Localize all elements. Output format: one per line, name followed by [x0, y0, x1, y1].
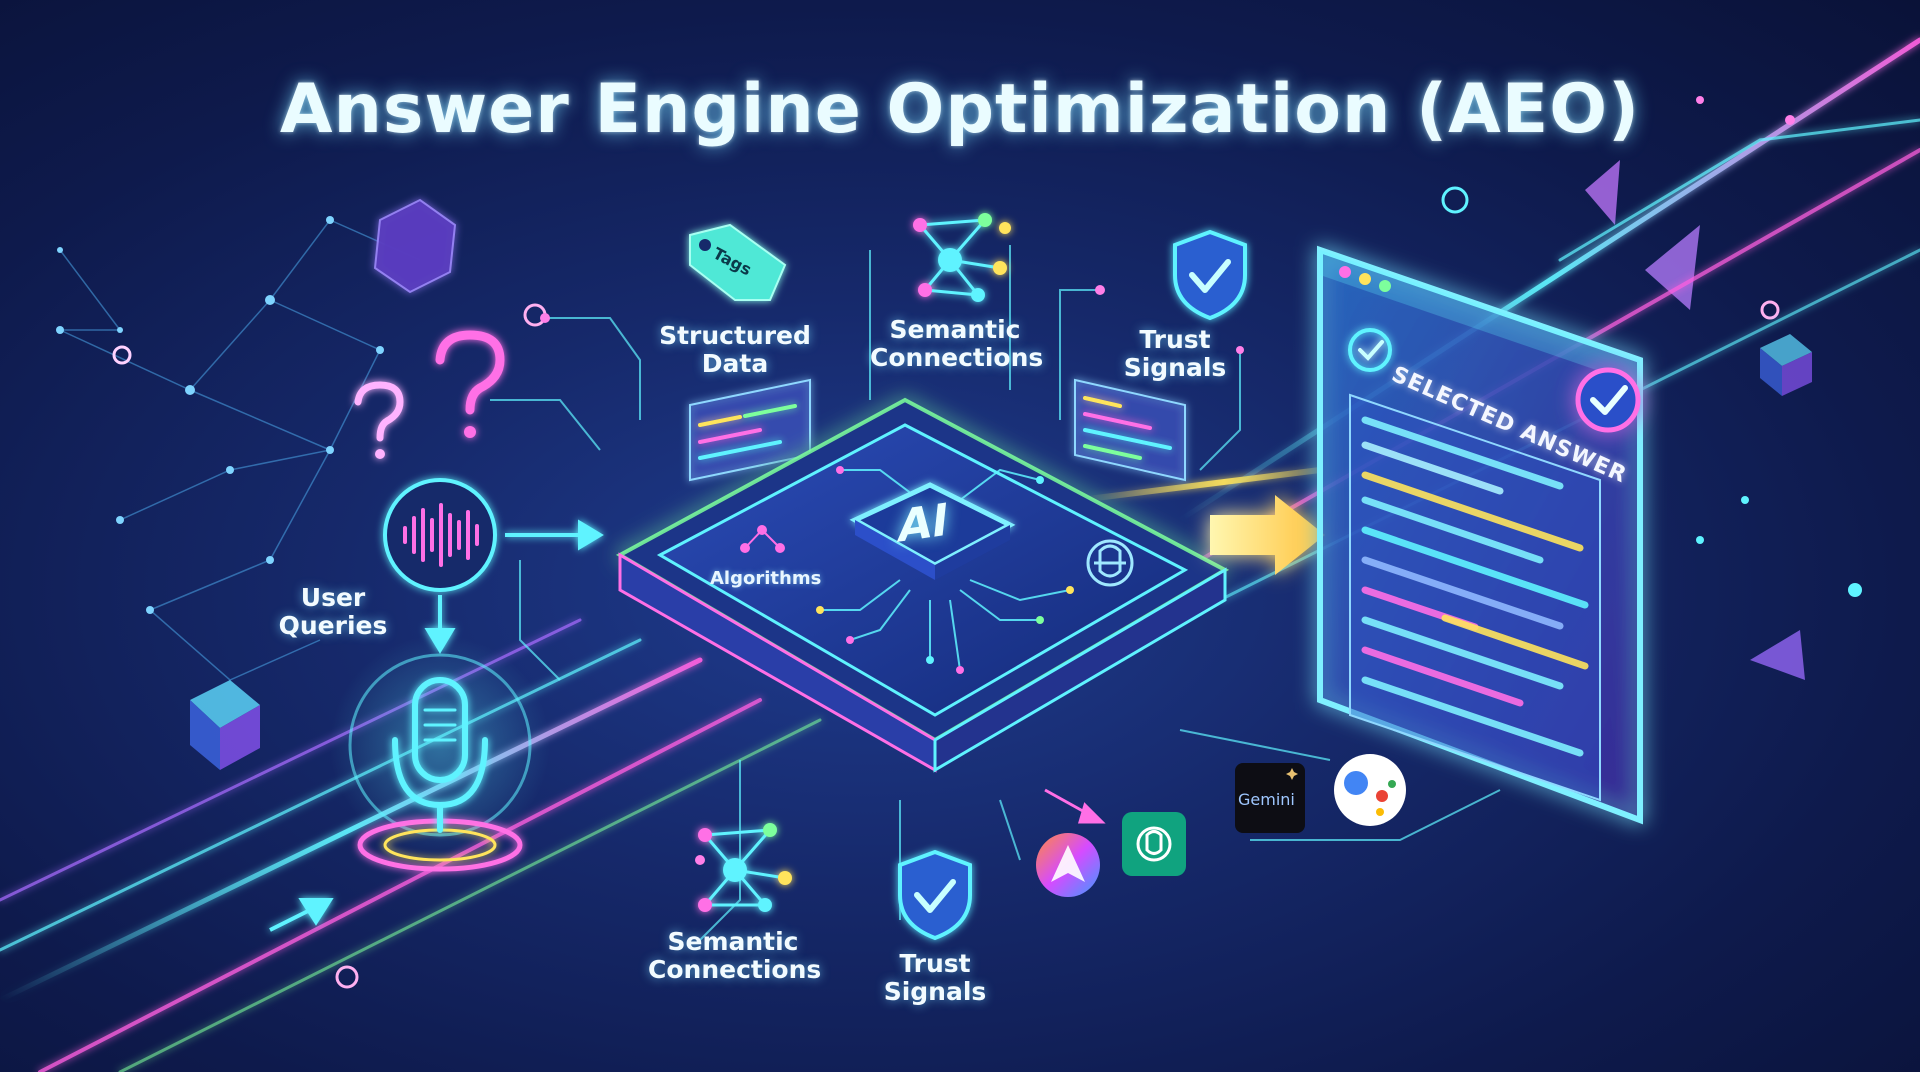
- label-user-queries: User Queries: [273, 584, 393, 640]
- perplexity-icon: [1036, 833, 1100, 897]
- algorithms-label: Algorithms: [710, 568, 822, 589]
- question-icon: [435, 330, 505, 438]
- cube-decor: [190, 680, 260, 770]
- label-line: Connections: [648, 955, 822, 984]
- ring-decor: [1760, 300, 1780, 320]
- microphone-icon: [330, 635, 550, 872]
- label-trust-signals-top: Trust Signals: [1110, 326, 1240, 382]
- network-icon: [698, 823, 792, 912]
- gemini-icon: [1235, 763, 1305, 833]
- google-assistant-icon: [1334, 754, 1406, 826]
- gemini-label: Gemini: [1238, 790, 1295, 809]
- label-line: Signals: [883, 977, 987, 1006]
- circuit-traces: [490, 245, 1501, 941]
- label-line: Semantic: [667, 927, 799, 956]
- arrow-right-icon: [1044, 788, 1106, 824]
- label-line: Signals: [1123, 353, 1227, 382]
- network-icon: [913, 213, 1011, 302]
- label-semantic-connections-bottom: Semantic Connections: [648, 927, 822, 984]
- check-circle-icon: [1575, 367, 1641, 433]
- label-line: Connections: [870, 343, 1044, 372]
- trace-nodes: [540, 96, 1862, 865]
- check-circle-icon: [1348, 328, 1392, 372]
- code-card: [1074, 378, 1186, 482]
- code-card: [689, 378, 811, 482]
- ring-decor: [1441, 186, 1469, 214]
- question-icon: [354, 381, 404, 459]
- label-semantic-connections-top: Semantic Connections: [870, 315, 1044, 372]
- background-nodes-left: [56, 216, 384, 614]
- tag-icon: [689, 223, 787, 301]
- label-line: Structured: [659, 321, 811, 350]
- ring-decor: [335, 965, 359, 989]
- arrow-right-icon: [269, 898, 334, 932]
- ai-chip-platform: [615, 397, 1230, 773]
- ring-decor: [112, 345, 132, 365]
- hexagon-decor: [373, 198, 457, 294]
- ai-chip-label: AI: [895, 493, 951, 554]
- label-line: Trust: [899, 949, 971, 978]
- cube-decor: [1760, 334, 1812, 396]
- label-line: Queries: [278, 611, 388, 640]
- label-line: User: [300, 583, 366, 612]
- label-line: Data: [701, 349, 769, 378]
- arrow-right-icon: [1210, 495, 1325, 575]
- sound-wave-icon: [383, 478, 497, 592]
- label-trust-signals-bottom: Trust Signals: [870, 950, 1000, 1006]
- crystal-decor: [1585, 160, 1805, 680]
- page-title: Answer Engine Optimization (AEO): [279, 70, 1641, 149]
- shield-check-icon: [1173, 229, 1247, 321]
- selected-answer-panel: [1317, 245, 1643, 825]
- label-structured-data: Structured Data: [650, 322, 820, 378]
- label-line: Trust: [1139, 325, 1211, 354]
- openai-icon: [1086, 539, 1134, 587]
- label-line: Semantic: [889, 315, 1021, 344]
- shield-check-icon: [898, 849, 972, 941]
- openai-icon: [1122, 812, 1186, 876]
- arrow-right-icon: [505, 519, 604, 551]
